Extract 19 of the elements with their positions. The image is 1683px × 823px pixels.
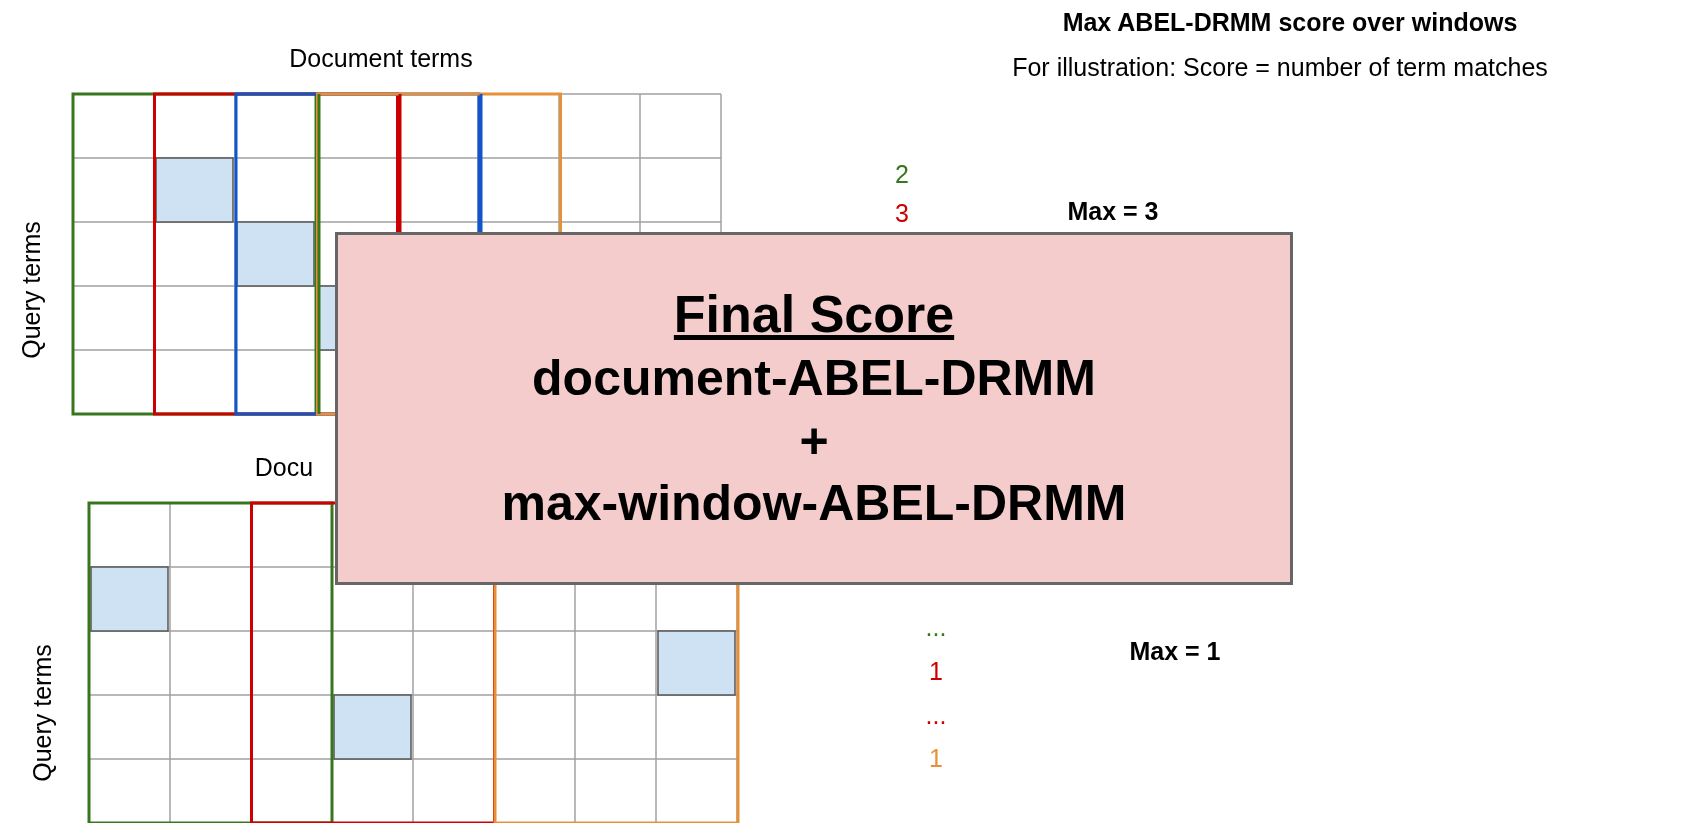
label: Docu	[254, 454, 314, 482]
formula-text: document-ABEL-DRMM	[532, 349, 1096, 409]
label: Max = 1	[1129, 638, 1221, 666]
axis-label: Query terms	[29, 644, 57, 782]
label: For illustration: Score = number of term matches	[1012, 54, 1548, 82]
label: Max = 3	[1067, 198, 1159, 226]
score-box	[335, 232, 1293, 585]
label: 2	[895, 161, 909, 189]
label: ...	[925, 702, 947, 730]
heading: Max ABEL-DRMM score over windows	[1061, 8, 1519, 37]
box-heading: Final Score	[673, 284, 955, 346]
axis-label: Query terms	[18, 221, 46, 359]
label: 1	[929, 658, 943, 686]
label: ...	[925, 614, 947, 642]
formula-text: +	[799, 411, 829, 471]
label: 1	[929, 745, 943, 773]
label: 3	[895, 200, 909, 228]
label: Document terms	[289, 45, 473, 73]
formula-text: max-window-ABEL-DRMM	[501, 474, 1127, 534]
